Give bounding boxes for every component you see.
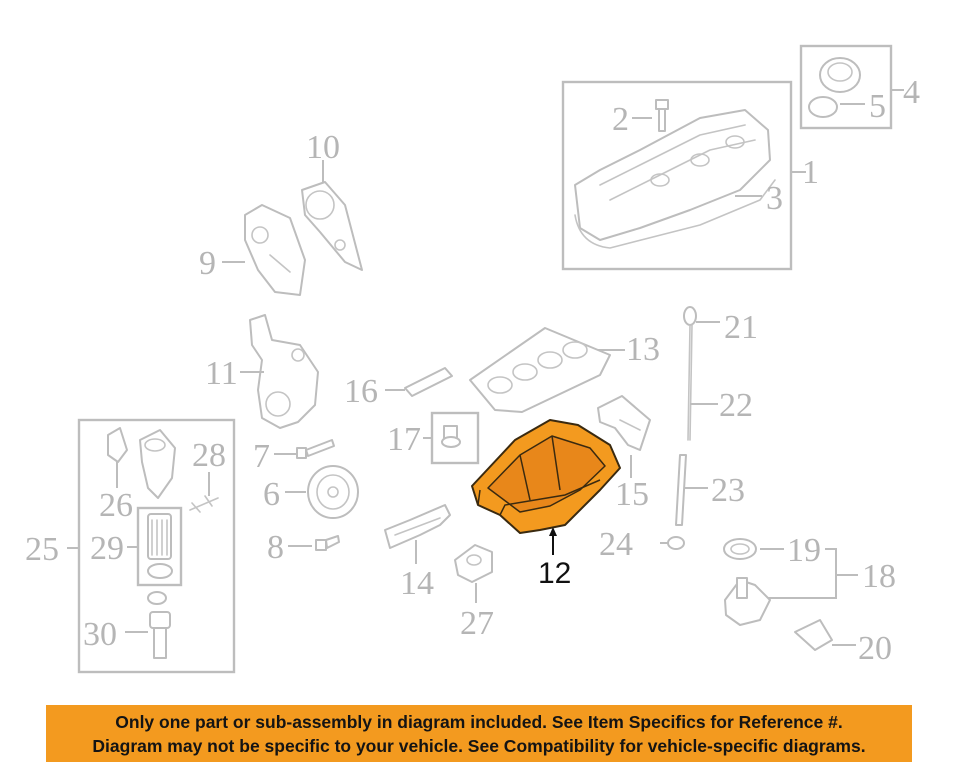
drain-part-30: [147, 591, 171, 659]
group-box-4: [799, 44, 893, 130]
timing-cover-part-10: [301, 181, 363, 271]
drain-plug-part-17: [441, 425, 461, 448]
timing-cover-part-9: [244, 204, 306, 296]
bolt-part-7: [296, 439, 335, 459]
label-15: 15: [615, 476, 649, 513]
label-11: 11: [205, 355, 238, 392]
label-23: 23: [711, 472, 745, 509]
oil-cap-part: [808, 57, 861, 118]
label-29: 29: [90, 530, 124, 567]
pulley-part-6: [307, 465, 359, 519]
label-12: 12: [538, 557, 571, 590]
label-6: 6: [263, 476, 280, 513]
label-7: 7: [253, 438, 270, 475]
group-box-25: [77, 418, 236, 674]
label-3: 3: [766, 180, 783, 217]
seal-part-19: [723, 538, 757, 560]
label-30: 30: [83, 616, 117, 653]
bracket-part-15: [597, 395, 651, 451]
parts-diagram: 1 2 3 4 5 10 9: [25, 44, 920, 674]
bolt-part-2: [655, 99, 669, 132]
label-21: 21: [724, 309, 758, 346]
sensor-part-28: [189, 495, 219, 513]
oil-filter-part-29: [147, 513, 173, 579]
label-26: 26: [99, 487, 133, 524]
notice-line-2: Diagram may not be specific to your vehi…: [92, 736, 866, 756]
label-8: 8: [267, 529, 284, 566]
mount-part-27: [454, 544, 493, 583]
label-5: 5: [869, 88, 886, 125]
baffle-part-13: [469, 327, 611, 413]
label-28: 28: [192, 437, 226, 474]
label-2: 2: [612, 101, 629, 138]
shield-part-14: [384, 504, 451, 549]
housing-part-26: [107, 427, 176, 499]
label-22: 22: [719, 387, 753, 424]
label-14: 14: [400, 565, 434, 602]
pump-part-18: [724, 577, 771, 626]
label-16: 16: [344, 373, 378, 410]
notice-banner: Only one part or sub-assembly in diagram…: [46, 705, 912, 762]
seal-ring-part-24: [667, 536, 685, 550]
label-25: 25: [25, 531, 59, 568]
label-17: 17: [387, 421, 421, 458]
label-18: 18: [862, 558, 896, 595]
notice-line-1: Only one part or sub-assembly in diagram…: [115, 712, 843, 732]
label-13: 13: [626, 331, 660, 368]
label-20: 20: [858, 630, 892, 667]
seal-strip-part-16: [404, 367, 453, 397]
oil-pan-part-12: [471, 419, 621, 534]
label-24: 24: [599, 526, 633, 563]
label-9: 9: [199, 245, 216, 282]
label-10: 10: [306, 129, 340, 166]
group-box-1: [561, 80, 793, 271]
dipstick-part-21: [683, 306, 697, 441]
label-27: 27: [460, 605, 494, 642]
bracket-part-20: [794, 619, 833, 651]
valve-cover-part: [574, 109, 776, 249]
label-19: 19: [787, 532, 821, 569]
front-cover-part-11: [249, 314, 319, 429]
bolt-part-8: [315, 535, 340, 551]
label-1: 1: [802, 154, 819, 191]
dipstick-tube-part-23: [675, 454, 687, 526]
label-4: 4: [903, 74, 920, 111]
